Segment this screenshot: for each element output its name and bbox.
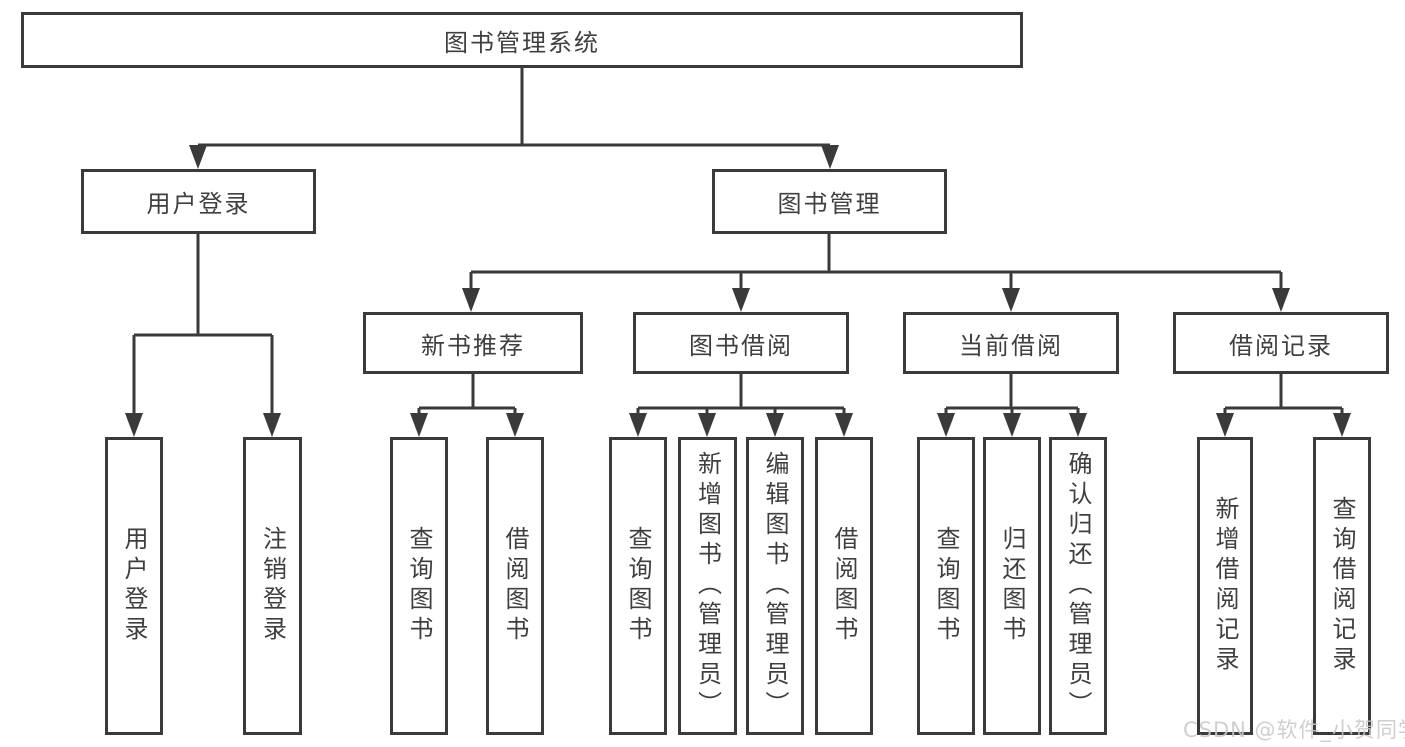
connector-borrowing-records-to-leaves <box>1223 374 1344 415</box>
connector-book-management-to-level3 <box>469 234 1283 290</box>
arrow-down-icon <box>1216 413 1234 437</box>
arrow-down-icon <box>629 413 647 437</box>
leaf-label: 新增借阅记录 <box>1211 496 1239 676</box>
node-new-book-recommendation: 新书推荐 <box>363 312 583 374</box>
arrow-down-icon <box>1003 413 1021 437</box>
leaf-borrow-books-borrowing: 借阅图书 <box>815 437 873 735</box>
leaf-label: 借阅图书 <box>501 526 529 646</box>
arrow-down-icon <box>189 145 207 169</box>
arrow-down-icon <box>1002 288 1020 312</box>
node-borrowing-records-label: 借阅记录 <box>1229 331 1333 360</box>
node-book-borrowing-label: 图书借阅 <box>689 331 793 360</box>
leaf-return-books: 归还图书 <box>983 437 1041 735</box>
node-current-borrowing: 当前借阅 <box>903 312 1119 374</box>
watermark: CSDN @软件_小贺同学 <box>1183 718 1405 742</box>
node-root: 图书管理系统 <box>21 12 1023 68</box>
leaf-logout: 注销登录 <box>243 437 302 735</box>
connector-user-login-to-leaves <box>132 234 274 415</box>
leaf-borrow-books-recommend: 借阅图书 <box>486 437 544 735</box>
arrow-down-icon <box>410 413 428 437</box>
arrow-down-icon <box>821 145 839 169</box>
leaf-edit-book-admin: 编辑图书（管理员） <box>746 437 804 735</box>
node-user-login-label: 用户登录 <box>146 190 251 218</box>
arrow-down-icon <box>1069 413 1087 437</box>
arrow-down-icon <box>1272 288 1290 312</box>
arrow-down-icon <box>937 413 955 437</box>
leaf-add-borrow-record: 新增借阅记录 <box>1197 437 1253 735</box>
connector-book-borrowing-to-leaves <box>636 374 846 415</box>
leaf-label: 注销登录 <box>258 526 287 646</box>
arrow-down-icon <box>125 413 143 437</box>
leaf-label: 查询图书 <box>624 526 652 646</box>
leaf-query-books-recommend: 查询图书 <box>390 437 448 735</box>
leaf-query-books-current: 查询图书 <box>917 437 975 735</box>
leaf-label: 借阅图书 <box>830 526 858 646</box>
leaf-label: 新增图书（管理员） <box>693 451 722 721</box>
arrow-down-icon <box>835 413 853 437</box>
leaf-confirm-return-admin: 确认归还（管理员） <box>1049 437 1107 735</box>
arrow-down-icon <box>698 413 716 437</box>
connector-new-book-recommendation-to-leaves <box>417 374 517 415</box>
leaf-label: 查询借阅记录 <box>1328 496 1356 676</box>
leaf-add-book-admin: 新增图书（管理员） <box>678 437 737 735</box>
leaf-label: 查询图书 <box>405 526 433 646</box>
node-current-borrowing-label: 当前借阅 <box>959 331 1063 360</box>
arrow-down-icon <box>462 288 480 312</box>
arrow-down-icon <box>766 413 784 437</box>
arrow-down-icon <box>506 413 524 437</box>
node-book-management: 图书管理 <box>712 169 947 234</box>
leaf-query-borrow-record: 查询借阅记录 <box>1313 437 1371 735</box>
node-book-borrowing: 图书借阅 <box>633 312 849 374</box>
leaf-query-books-borrowing: 查询图书 <box>609 437 667 735</box>
leaf-label: 确认归还（管理员） <box>1064 451 1092 721</box>
node-new-book-recommendation-label: 新书推荐 <box>421 331 525 360</box>
leaf-label: 用户登录 <box>120 526 148 646</box>
leaf-label: 查询图书 <box>932 526 960 646</box>
leaf-label: 编辑图书（管理员） <box>761 451 789 721</box>
node-user-login: 用户登录 <box>81 169 316 234</box>
connector-current-borrowing-to-leaves <box>944 374 1080 415</box>
arrowheads <box>125 145 1351 437</box>
node-book-management-label: 图书管理 <box>777 190 882 218</box>
node-borrowing-records: 借阅记录 <box>1173 312 1389 374</box>
node-root-label: 图书管理系统 <box>444 28 600 57</box>
arrow-down-icon <box>732 288 750 312</box>
arrow-down-icon <box>1333 413 1351 437</box>
arrow-down-icon <box>263 413 281 437</box>
leaf-user-login: 用户登录 <box>105 437 163 735</box>
leaf-label: 归还图书 <box>998 526 1026 646</box>
connector-root-to-level2 <box>196 68 832 148</box>
